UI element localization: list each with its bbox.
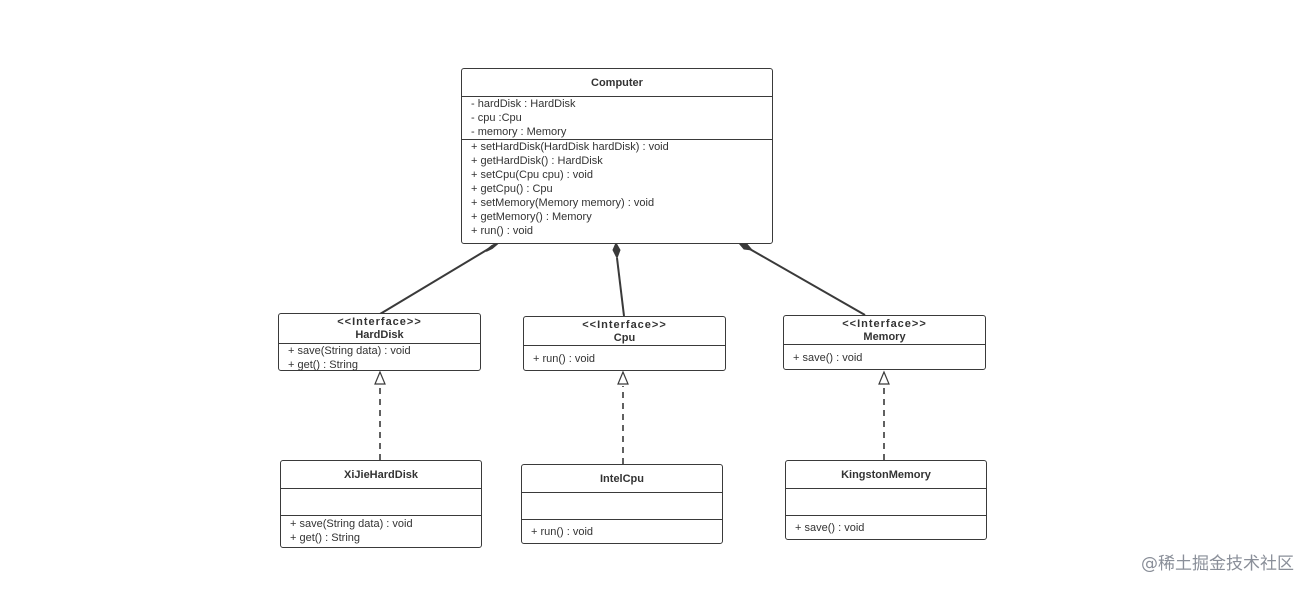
class-intelcpu-operations: + run() : void (522, 520, 722, 539)
realization-arrow-memory (878, 370, 890, 385)
interface-harddisk-operations: + save(String data) : void + get() : Str… (279, 344, 480, 372)
operation: + get() : String (288, 359, 359, 371)
interface-cpu-operations: + run() : void (524, 346, 725, 366)
operation: + run() : void (533, 353, 596, 365)
class-intelcpu[interactable]: IntelCpu + run() : void (521, 464, 723, 544)
class-name: XiJieHardDisk (344, 469, 418, 481)
operation: + setCpu(Cpu cpu) : void (471, 169, 593, 181)
operation: + save() : void (795, 522, 865, 534)
class-xijieharddisk-attributes (281, 489, 481, 516)
operation: + run() : void (471, 225, 534, 237)
class-xijieharddisk[interactable]: XiJieHardDisk + save(String data) : void… (280, 460, 482, 548)
class-name: Memory (863, 331, 906, 343)
realization-arrow-harddisk (374, 370, 386, 385)
class-kingstonmemory-attributes (786, 489, 986, 516)
operation: + get() : String (290, 532, 361, 544)
attribute: - cpu :Cpu (471, 112, 522, 124)
attribute: - memory : Memory (471, 126, 567, 138)
class-name: HardDisk (355, 329, 404, 341)
class-xijieharddisk-name: XiJieHardDisk (281, 461, 481, 489)
interface-harddisk-header: <<Interface>> HardDisk (279, 314, 480, 344)
class-kingstonmemory-operations: + save() : void (786, 516, 986, 535)
operation: + setMemory(Memory memory) : void (471, 197, 655, 209)
operation: + getHardDisk() : HardDisk (471, 155, 603, 167)
composition-computer-memory (747, 247, 866, 316)
composition-computer-cpu (616, 257, 625, 317)
interface-cpu[interactable]: <<Interface>> Cpu + run() : void (523, 316, 726, 371)
attribute: - hardDisk : HardDisk (471, 98, 576, 110)
operation: + save(String data) : void (290, 518, 413, 530)
class-computer[interactable]: Computer - hardDisk : HardDisk - cpu :Cp… (461, 68, 773, 244)
class-computer-attributes: - hardDisk : HardDisk - cpu :Cpu - memor… (462, 97, 772, 140)
interface-cpu-header: <<Interface>> Cpu (524, 317, 725, 346)
realization-arrow-cpu (617, 370, 629, 385)
operation: + getCpu() : Cpu (471, 183, 553, 195)
stereotype-label: <<Interface>> (582, 319, 667, 331)
operation: + save(String data) : void (288, 345, 411, 357)
class-computer-name: Computer (462, 69, 772, 97)
operation: + getMemory() : Memory (471, 211, 592, 223)
interface-harddisk[interactable]: <<Interface>> HardDisk + save(String dat… (278, 313, 481, 371)
interface-memory-operations: + save() : void (784, 345, 985, 365)
class-kingstonmemory-name: KingstonMemory (786, 461, 986, 489)
class-kingstonmemory[interactable]: KingstonMemory + save() : void (785, 460, 987, 540)
operation: + save() : void (793, 352, 863, 364)
class-name: KingstonMemory (841, 469, 931, 481)
watermark-label: @稀土掘金技术社区 (1141, 554, 1294, 574)
composition-diamond-cpu (612, 241, 621, 260)
operation: + setHardDisk(HardDisk hardDisk) : void (471, 141, 669, 153)
class-name: IntelCpu (600, 473, 644, 485)
class-computer-operations: + setHardDisk(HardDisk hardDisk) : void … (462, 140, 772, 238)
interface-memory[interactable]: <<Interface>> Memory + save() : void (783, 315, 986, 370)
class-name: Computer (591, 77, 643, 89)
stereotype-label: <<Interface>> (337, 316, 422, 328)
composition-computer-harddisk (379, 247, 491, 315)
operation: + run() : void (531, 526, 594, 538)
interface-memory-header: <<Interface>> Memory (784, 316, 985, 345)
class-intelcpu-attributes (522, 493, 722, 520)
composition-diamond-harddisk (485, 242, 499, 252)
class-intelcpu-name: IntelCpu (522, 465, 722, 493)
class-name: Cpu (613, 332, 636, 344)
stereotype-label: <<Interface>> (842, 318, 927, 330)
class-xijieharddisk-operations: + save(String data) : void + get() : Str… (281, 516, 481, 545)
